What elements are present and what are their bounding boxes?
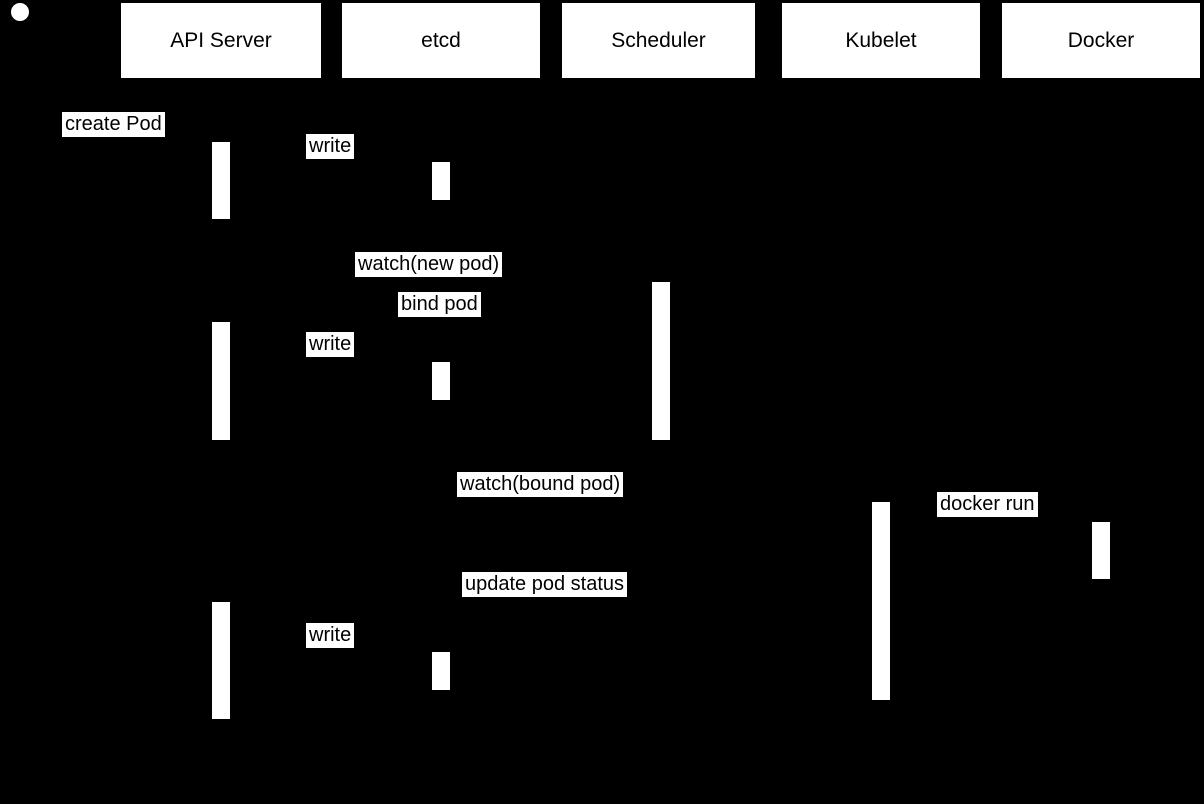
activation-bar-scheduler xyxy=(652,282,670,440)
participant-scheduler: Scheduler xyxy=(562,3,755,78)
participant-label: etcd xyxy=(421,28,461,52)
participant-label: API Server xyxy=(170,28,272,52)
start-circle-icon xyxy=(11,3,29,21)
message-label-update-pod-status: update pod status xyxy=(462,572,628,597)
participant-docker: Docker xyxy=(1002,3,1200,78)
activation-bar-api-server-1 xyxy=(212,142,230,219)
activation-bar-etcd-1 xyxy=(432,162,450,200)
activation-bar-api-server-2 xyxy=(212,322,230,440)
message-label-write-3: write xyxy=(306,623,355,648)
message-label-docker-run: docker run xyxy=(937,492,1038,517)
participant-kubelet: Kubelet xyxy=(782,3,980,78)
activation-bar-docker xyxy=(1092,522,1110,579)
message-label-bind-pod: bind pod xyxy=(398,292,481,317)
message-label-watch-bound-pod: watch(bound pod) xyxy=(457,472,624,497)
message-label-create-pod: create Pod xyxy=(62,112,165,137)
activation-bar-etcd-2 xyxy=(432,362,450,400)
activation-bar-api-server-3 xyxy=(212,602,230,719)
participant-api-server: API Server xyxy=(121,3,321,78)
participant-etcd: etcd xyxy=(342,3,540,78)
activation-bar-etcd-3 xyxy=(432,652,450,690)
participant-label: Scheduler xyxy=(611,28,706,52)
message-label-write-2: write xyxy=(306,332,355,357)
message-label-watch-new-pod: watch(new pod) xyxy=(355,252,503,277)
participant-label: Docker xyxy=(1067,28,1135,52)
activation-bar-kubelet xyxy=(872,502,890,700)
participant-label: Kubelet xyxy=(845,28,917,52)
message-label-write-1: write xyxy=(306,134,355,159)
